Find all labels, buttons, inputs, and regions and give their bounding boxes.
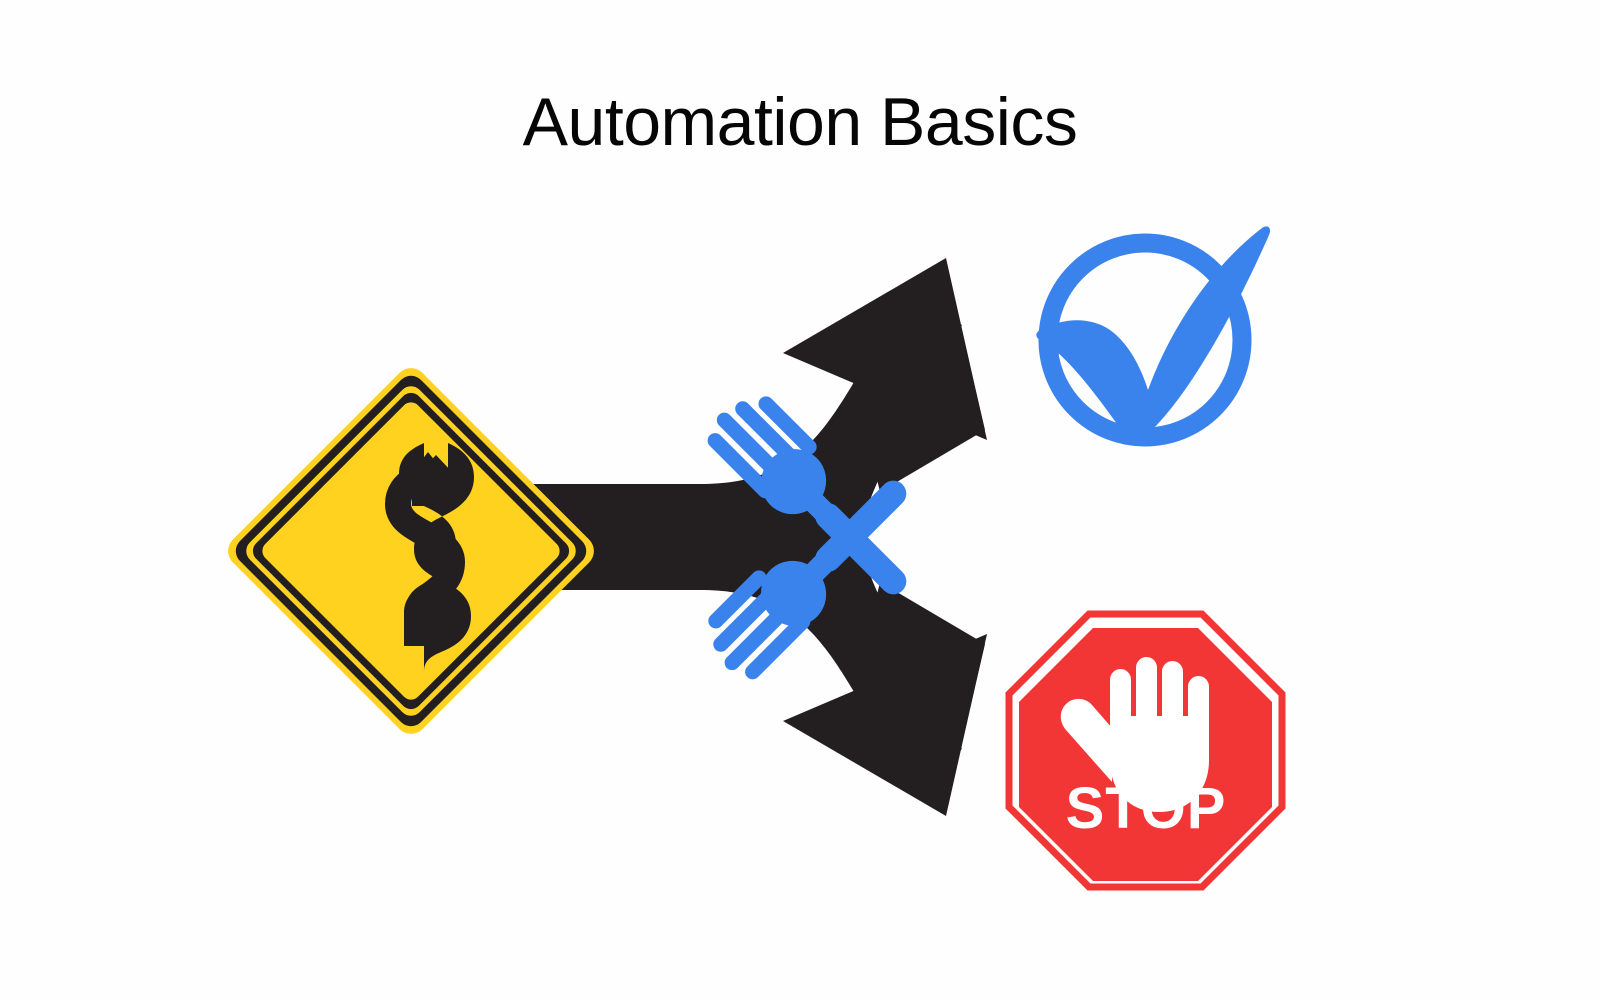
check-circle-icon[interactable]: [1036, 226, 1271, 447]
crossed-forks: [707, 396, 907, 680]
stop-sign-outline: [1005, 610, 1286, 891]
hand-palm: [1110, 716, 1209, 812]
fork-lower-tine-4: [708, 570, 767, 629]
fork-upper-tine-3: [735, 401, 803, 469]
fork-upper-tine-4: [758, 396, 817, 455]
road-lower-join: [855, 582, 985, 751]
hand-thumb: [1060, 698, 1112, 782]
road-fork-arrow: [466, 258, 987, 816]
fork-lower-tine-3: [713, 584, 781, 652]
fork-upper: [707, 396, 907, 595]
stop-sign[interactable]: STOP: [1005, 610, 1286, 891]
fork-upper-tine-1: [707, 433, 773, 499]
stop-sign-label: STOP: [1066, 776, 1227, 841]
fork-upper-tine-2: [716, 412, 788, 484]
winding-road-sign[interactable]: [221, 361, 600, 740]
raised-hand-icon: [1060, 657, 1209, 812]
fork-upper-handle: [815, 503, 907, 595]
check-mark: [1036, 226, 1271, 438]
fork-lower: [708, 480, 907, 680]
fork-lower-tine-2: [724, 599, 796, 671]
winding-arrow-head: [391, 452, 466, 506]
road-trunk-and-branches: [466, 292, 962, 782]
fork-lower-handle: [815, 480, 907, 572]
sign-face: [262, 402, 560, 700]
winding-arrow-icon: [385, 443, 474, 672]
road-upper-join: [855, 323, 985, 492]
winding-arrow-stem: [404, 614, 431, 646]
page-title: Automation Basics: [522, 84, 1078, 160]
fork-lower-tine-1: [745, 614, 811, 680]
